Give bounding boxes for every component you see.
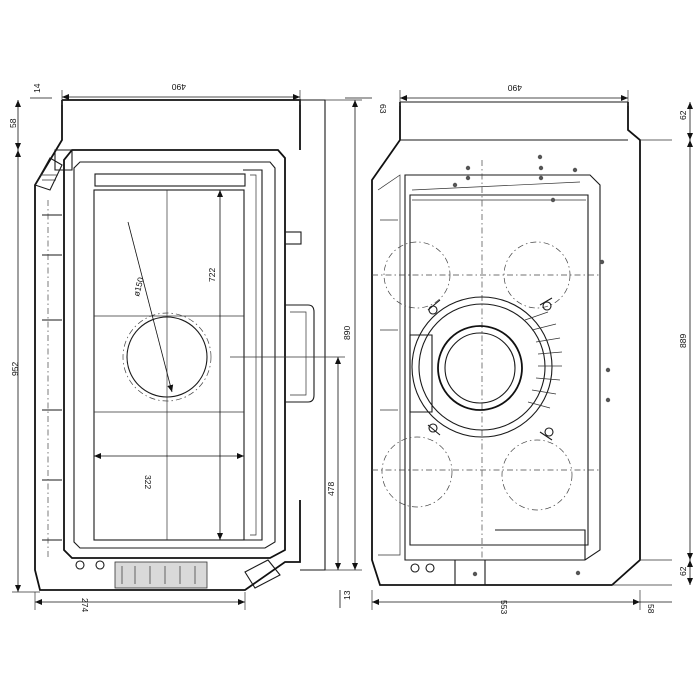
- dim-opening-width: 322: [143, 475, 153, 489]
- right-view: [371, 101, 672, 586]
- right-circle-top-right: [503, 241, 571, 309]
- dim-right-bottom-width: 553: [499, 600, 509, 614]
- dim-right-bottom-right-height: 62: [678, 566, 688, 576]
- fan-housing-outer: [411, 296, 553, 438]
- fan-side-box: [409, 334, 433, 413]
- fan-outlet-inner: [444, 332, 516, 404]
- left-top-hinge: [34, 149, 73, 191]
- left-top-bar: [94, 173, 246, 187]
- right-circle-top-left: [383, 241, 451, 309]
- dim-right-bottom-right: 58: [646, 604, 656, 614]
- left-air-grille: [114, 561, 208, 589]
- dim-left-bottom-offset: 13: [342, 590, 352, 600]
- left-dimensions: 490 14 58 952 722 ø150 322 890 478 274 1…: [8, 82, 362, 612]
- dim-left-total-height: 952: [10, 362, 20, 376]
- left-front-frame: [63, 149, 286, 559]
- dim-left-top-margin: 58: [8, 118, 18, 128]
- dim-left-top-offset: 14: [32, 83, 42, 93]
- left-door-handle: [285, 304, 315, 403]
- right-bottom-box: [454, 559, 486, 586]
- left-knob: [284, 231, 302, 245]
- dim-opening-height: 722: [207, 268, 217, 282]
- dim-right-total-height: 889: [678, 334, 688, 348]
- left-inner-frame: [73, 161, 276, 549]
- dim-flue-diameter: ø150: [131, 276, 146, 298]
- fan-outlet-outer: [437, 325, 523, 411]
- right-circle-bottom-right: [501, 439, 573, 511]
- right-dimensions: 490 63 62 889 62 553 58: [345, 83, 693, 614]
- left-glass-panel: [93, 189, 245, 541]
- dim-right-top-offset: 63: [378, 104, 388, 114]
- right-housing-outline: [371, 102, 641, 586]
- flue-inner-circle: [126, 316, 208, 398]
- dim-left-top-width: 490: [172, 82, 186, 92]
- right-circle-bottom-left: [381, 436, 453, 508]
- dim-right-top-width: 490: [508, 83, 522, 93]
- left-housing-back: [300, 99, 326, 571]
- right-inner-body: [404, 174, 601, 561]
- dim-left-lower-height: 478: [326, 482, 336, 496]
- dim-right-top-right: 62: [678, 110, 688, 120]
- dim-left-bottom-width: 274: [80, 598, 90, 612]
- left-bottom-hinge: [244, 559, 281, 589]
- left-side-rail: [243, 169, 263, 541]
- left-view: [34, 99, 326, 591]
- flue-outer-circle: [122, 312, 212, 402]
- dim-left-side-height: 890: [342, 326, 352, 340]
